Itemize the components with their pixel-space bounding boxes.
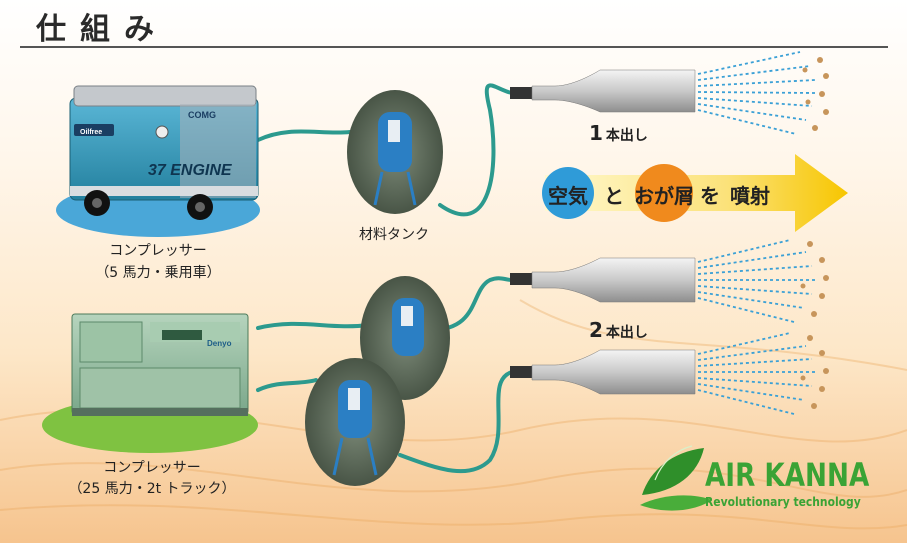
- nozzle-double-num: 2: [589, 318, 603, 342]
- spray-message-o: を: [700, 180, 720, 209]
- compressor-large-label-line1: コンプレッサー: [72, 457, 232, 477]
- material-tank-single: [347, 90, 443, 214]
- spray-middle: [698, 240, 815, 322]
- compressor-large-label-line2: （25 馬力・2t トラック）: [42, 478, 262, 498]
- compressor-large-badge: Denyo: [207, 339, 232, 348]
- spray-message-and: と: [604, 180, 624, 209]
- brand-block: AIR KANNA Revolutionary technology: [705, 458, 905, 509]
- page-title: 仕組み: [36, 4, 168, 48]
- compressor-small: COMG Oilfree 37 ENGINE: [70, 86, 258, 220]
- nozzle-middle: [510, 258, 695, 302]
- material-tank-double: [305, 276, 450, 486]
- spray-top: [698, 52, 815, 134]
- spray-message-verb: 噴射: [730, 180, 770, 209]
- compressor-small-model: COMG: [188, 110, 216, 120]
- nozzle-bottom: [510, 350, 695, 394]
- compressor-small-engine: 37 ENGINE: [148, 162, 233, 179]
- tank-label: 材料タンク: [349, 224, 439, 244]
- nozzle-top: [510, 70, 695, 112]
- compressor-small-badge: Oilfree: [80, 129, 102, 136]
- nozzle-double-text: 本出し: [606, 325, 648, 341]
- nozzle-single-text: 本出し: [606, 128, 648, 144]
- nozzle-single-num: 1: [589, 121, 603, 145]
- spray-message-air: 空気: [548, 180, 588, 209]
- compressor-small-label-line2: （5 馬力・乗用車）: [78, 262, 238, 282]
- brand-name: AIR KANNA: [705, 458, 869, 492]
- compressor-small-label-line1: コンプレッサー: [88, 240, 228, 260]
- leaf-logo-icon: [640, 446, 712, 511]
- spray-message-sawdust: おが屑: [634, 180, 694, 209]
- brand-tagline: Revolutionary technology: [705, 494, 877, 509]
- compressor-large: Denyo: [72, 314, 248, 416]
